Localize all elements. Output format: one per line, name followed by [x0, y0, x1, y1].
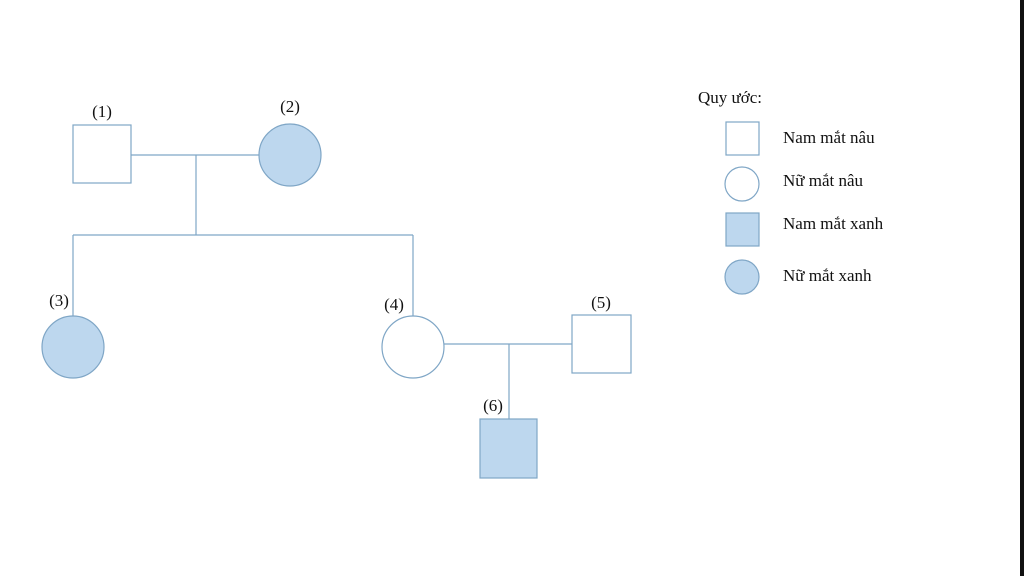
legend-title: Quy ước: [698, 88, 762, 107]
legend: Quy ước: Nam mắt nâu Nữ mắt nâu Nam mắt … [698, 88, 884, 295]
label-individual-6: (6) [483, 396, 503, 415]
legend-label-female-blue: Nữ mắt xanh [783, 266, 872, 285]
label-individual-5: (5) [591, 293, 611, 312]
label-individual-3: (3) [49, 291, 69, 310]
individual-4-female [381, 315, 445, 379]
legend-female-brown-icon [724, 166, 760, 202]
individual-6-male [479, 418, 538, 479]
pedigree-individuals [41, 123, 632, 479]
right-edge-bar [1020, 0, 1024, 576]
label-individual-1: (1) [92, 102, 112, 121]
label-individual-2: (2) [280, 97, 300, 116]
label-individual-4: (4) [384, 295, 404, 314]
legend-label-male-brown: Nam mắt nâu [783, 128, 875, 147]
legend-label-male-blue: Nam mắt xanh [783, 214, 884, 233]
pedigree-lines [72, 154, 572, 419]
legend-male-blue-icon [725, 212, 760, 247]
pedigree-labels: (1) (2) (3) (4) (5) (6) [49, 97, 611, 415]
individual-5-male [571, 314, 632, 374]
legend-label-female-brown: Nữ mắt nâu [783, 171, 864, 190]
individual-2-female [258, 123, 322, 187]
individual-3-female [41, 315, 105, 379]
legend-male-brown-icon [725, 121, 760, 156]
legend-female-blue-icon [724, 259, 760, 295]
individual-1-male [72, 124, 132, 184]
